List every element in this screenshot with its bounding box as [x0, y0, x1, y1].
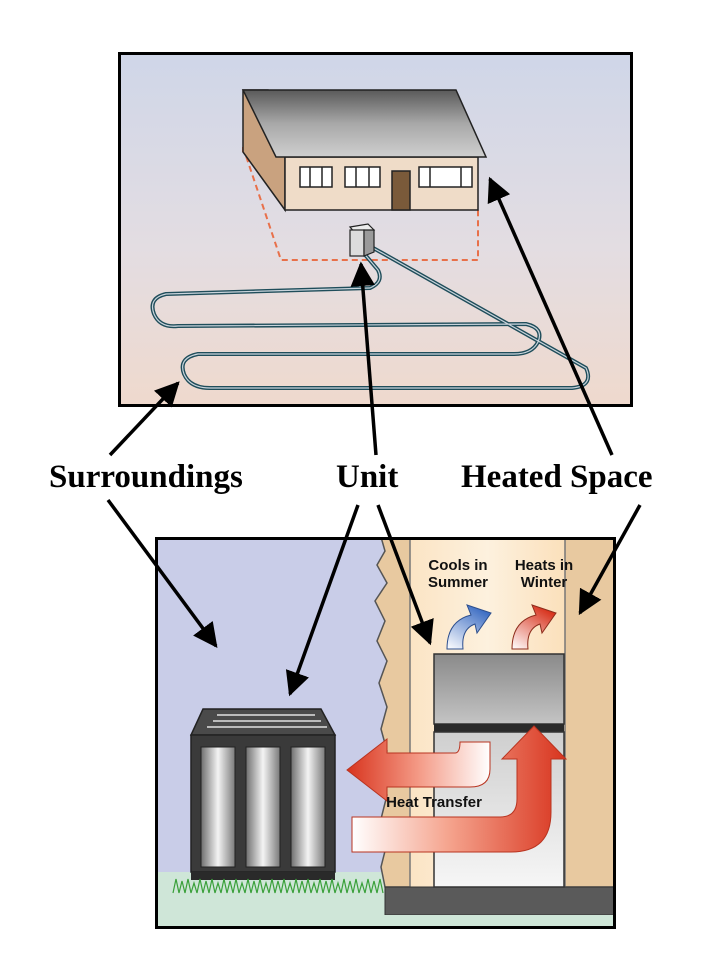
cools-in-summer-label: Cools in Summer	[414, 557, 502, 591]
cools-line-1: Cools in	[428, 557, 488, 574]
arrow-heated-top	[487, 176, 614, 456]
heats-line-1: Heats in	[514, 557, 574, 574]
heat-air-arrow	[511, 604, 557, 650]
heats-line-2: Winter	[520, 574, 568, 591]
ground-loop-inner	[151, 243, 589, 389]
heat-transfer-arrow-up	[351, 725, 568, 853]
surroundings-label: Surroundings	[49, 459, 243, 495]
indoor-unit-upper	[433, 653, 565, 725]
heats-in-winter-label: Heats in Winter	[505, 557, 583, 591]
arrow-unit-bottom-left	[285, 504, 360, 697]
cools-line-2: Summer	[427, 574, 489, 591]
house-window-right	[418, 166, 473, 188]
unit-detail-scene	[155, 537, 616, 929]
heated-space-label: Heated Space	[461, 459, 653, 495]
arrow-surroundings-top	[108, 381, 180, 457]
house-window-left	[299, 166, 333, 188]
unit-label: Unit	[336, 459, 399, 495]
ground-unit-box	[348, 223, 376, 257]
outdoor-condenser-unit	[189, 708, 337, 880]
house-window-middle	[344, 166, 381, 188]
house-door	[391, 170, 411, 211]
arrow-surroundings-bottom	[106, 498, 218, 648]
bottom-panel-frame	[155, 537, 616, 929]
arrow-unit-bottom-right	[376, 504, 434, 646]
cool-air-arrow	[446, 604, 492, 650]
grass-strip	[172, 878, 384, 894]
house-roof	[241, 89, 488, 158]
house-ground-loop-scene	[118, 52, 633, 407]
heat-transfer-arrow-left	[346, 737, 491, 803]
heat-transfer-label: Heat Transfer	[386, 794, 482, 811]
arrow-unit-top	[350, 261, 378, 456]
indoor-unit-divider	[434, 724, 564, 732]
arrow-heated-bottom	[578, 504, 642, 616]
